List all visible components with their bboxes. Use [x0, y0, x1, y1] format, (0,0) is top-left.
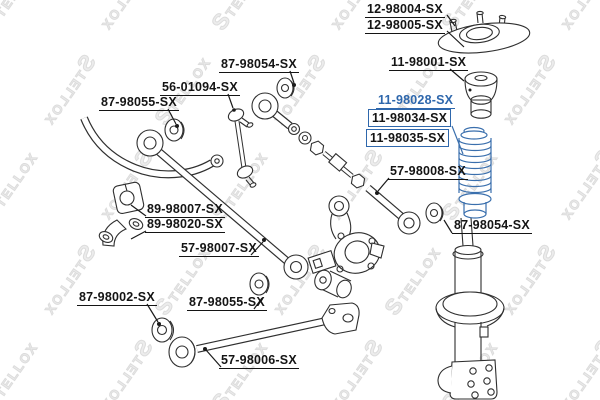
strut-assembly-drawing: [435, 217, 505, 400]
label-89-98020-sx: 89-98020-SX: [145, 217, 225, 233]
label-87-98055-sx-bottom: 87-98055-SX: [187, 295, 267, 311]
label-12-98005-sx: 12-98005-SX: [365, 18, 445, 34]
label-11-98035-sx-boxed: 11-98035-SX: [366, 129, 450, 147]
label-57-98006-sx: 57-98006-SX: [219, 353, 299, 369]
bushing-87-98055-upper-drawing: [164, 118, 185, 142]
sway-bar-bushing-bracket-drawing: [98, 181, 145, 247]
label-57-98008-sx: 57-98008-SX: [388, 164, 468, 180]
label-11-98028-sx-highlighted[interactable]: 11-98028-SX: [376, 93, 456, 109]
bushing-87-98055-lower-drawing: [249, 272, 270, 296]
bushing-87-98054-right-drawing: [425, 202, 444, 224]
label-11-98001-sx: 11-98001-SX: [389, 55, 469, 71]
sway-bar-drawing: [80, 116, 224, 179]
label-87-98054-sx-top: 87-98054-SX: [219, 57, 299, 73]
stabilizer-link-drawing: [227, 108, 257, 188]
lateral-rod-57-98007-drawing: [136, 129, 309, 280]
upper-arm-and-rod-drawing: [251, 77, 421, 235]
strut-mount-drawing: [437, 10, 531, 54]
lower-arm-57-98006-drawing: [168, 302, 360, 368]
label-56-01094-sx: 56-01094-SX: [160, 80, 240, 96]
label-57-98007-sx: 57-98007-SX: [179, 241, 259, 257]
label-12-98004-sx: 12-98004-SX: [365, 2, 445, 18]
label-87-98002-sx: 87-98002-SX: [77, 290, 157, 306]
label-87-98055-sx-top: 87-98055-SX: [99, 95, 179, 111]
label-89-98007-sx: 89-98007-SX: [145, 202, 225, 218]
dust-boot-highlighted-drawing: [458, 126, 492, 219]
knuckle-drawing: [307, 195, 385, 299]
label-11-98034-sx-boxed: 11-98034-SX: [368, 109, 452, 127]
bump-stop-drawing: [464, 71, 498, 119]
leader-lines: [130, 14, 465, 368]
bushing-87-98002-drawing: [151, 317, 175, 343]
label-87-98054-sx-bottom: 87-98054-SX: [452, 218, 532, 234]
